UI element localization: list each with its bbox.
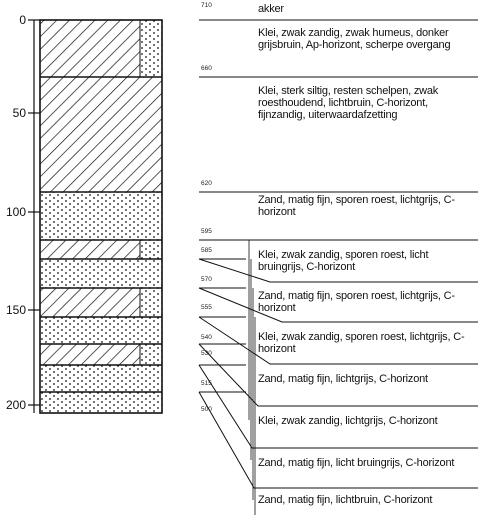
level-labels: 710 660 620 595 585 570 555 540 530 515 500 (201, 2, 212, 413)
level-label: 595 (201, 228, 212, 235)
level-label: 500 (201, 406, 212, 413)
level-label: 585 (201, 247, 212, 254)
depth-axis: 0 50 100 150 200 (6, 13, 40, 413)
level-label: 620 (201, 180, 212, 187)
level-label: 530 (201, 350, 212, 357)
sand-layer (40, 317, 162, 344)
depth-tick-label: 50 (13, 106, 27, 120)
sand-inclusion-strip (140, 20, 162, 77)
depth-tick-label: 200 (6, 398, 26, 412)
sand-inclusion-strip (140, 240, 162, 259)
sand-layer (40, 192, 162, 240)
level-label: 515 (201, 380, 212, 387)
clay-layer (40, 77, 162, 192)
depth-tick-label: 0 (19, 13, 26, 27)
level-label: 710 (201, 2, 212, 9)
sand-layer (40, 392, 162, 413)
level-label: 540 (201, 334, 212, 341)
sand-layer (40, 365, 162, 392)
layer-description: Zand, matig fijn, lichtbruin, C-horizont (258, 494, 458, 506)
layer-description: Klei, zwak zandig, sporen roest, lichtgr… (258, 331, 478, 355)
level-label: 570 (201, 276, 212, 283)
sand-inclusion-strip (140, 288, 162, 317)
layer-description: Zand, matig fijn, licht bruingrijs, C-ho… (258, 457, 478, 469)
layer-description: Klei, zwak zandig, lichtgrijs, C-horizon… (258, 415, 448, 427)
depth-tick-label: 150 (6, 303, 26, 317)
layer-description: Zand, matig fijn, sporen roest, lichtgri… (258, 194, 458, 218)
depth-tick-label: 100 (6, 205, 26, 219)
top-label: akker (258, 3, 284, 15)
soil-column (40, 20, 162, 413)
layer-description: Klei, zwak zandig, zwak humeus, donker g… (258, 27, 474, 51)
sand-layer (40, 259, 162, 288)
sand-inclusion-strip (140, 344, 162, 365)
layer-description: Zand, matig fijn, sporen roest, lichtgri… (258, 290, 468, 314)
level-label: 555 (201, 304, 212, 311)
layer-description: Klei, sterk siltig, resten schelpen, zwa… (258, 85, 478, 121)
level-label: 660 (201, 65, 212, 72)
layer-description: Zand, matig fijn, lichtgrijs, C-horizont (258, 373, 448, 385)
layer-description: Klei, zwak zandig, sporen roest, licht b… (258, 249, 468, 273)
